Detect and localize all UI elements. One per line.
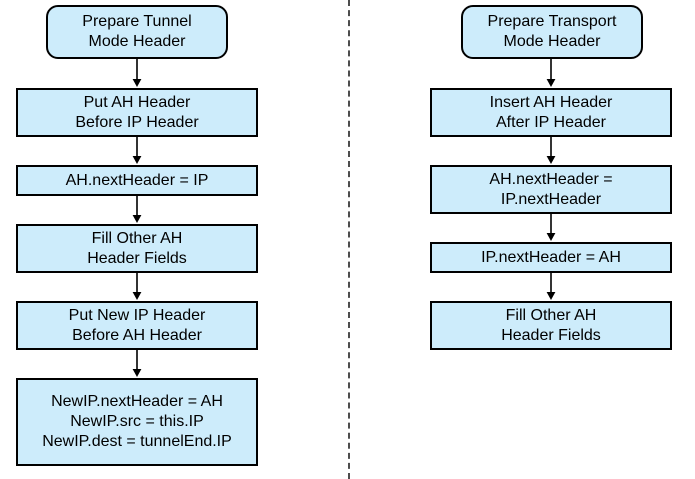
connector-transport-start-to-step1 xyxy=(544,59,558,88)
connector-tunnel-step4-to-step5 xyxy=(130,350,144,378)
node-label: Fill Other AH Header Fields xyxy=(87,229,187,267)
connector-tunnel-start-to-step1 xyxy=(130,59,144,88)
node-label: Prepare Transport Mode Header xyxy=(487,13,617,50)
node-insert-ah-header-after-ip-header[interactable]: Insert AH Header After IP Header xyxy=(430,88,672,137)
connector-transport-step3-to-step4 xyxy=(544,273,558,301)
node-label: Prepare Tunnel Mode Header xyxy=(82,13,192,50)
node-label: IP.nextHeader = AH xyxy=(481,248,621,266)
node-newip-field-assignments[interactable]: NewIP.nextHeader = AH NewIP.src = this.I… xyxy=(16,378,258,466)
node-label: Put New IP Header Before AH Header xyxy=(68,306,206,344)
connector-tunnel-step3-to-step4 xyxy=(130,273,144,301)
node-label: AH.nextHeader = IP xyxy=(65,171,209,189)
connector-transport-step2-to-step3 xyxy=(544,214,558,242)
node-label: Put AH Header Before IP Header xyxy=(75,93,199,131)
node-label: Fill Other AH Header Fields xyxy=(501,306,601,344)
node-fill-other-ah-header-fields-tunnel[interactable]: Fill Other AH Header Fields xyxy=(16,224,258,273)
node-ip-nextheader-equals-ah[interactable]: IP.nextHeader = AH xyxy=(430,242,672,273)
node-put-new-ip-header-before-ah-header[interactable]: Put New IP Header Before AH Header xyxy=(16,301,258,350)
node-prepare-transport-mode-header[interactable]: Prepare Transport Mode Header xyxy=(461,5,643,59)
node-label: Insert AH Header After IP Header xyxy=(489,93,613,131)
node-label: AH.nextHeader = IP.nextHeader xyxy=(489,170,613,208)
node-prepare-tunnel-mode-header[interactable]: Prepare Tunnel Mode Header xyxy=(46,5,228,59)
node-ah-nextheader-equals-ip-nextheader[interactable]: AH.nextHeader = IP.nextHeader xyxy=(430,165,672,214)
vertical-dashed-separator xyxy=(348,0,350,479)
node-fill-other-ah-header-fields-transport[interactable]: Fill Other AH Header Fields xyxy=(430,301,672,350)
connector-transport-step1-to-step2 xyxy=(544,137,558,165)
node-put-ah-header-before-ip-header[interactable]: Put AH Header Before IP Header xyxy=(16,88,258,137)
connector-tunnel-step1-to-step2 xyxy=(130,137,144,165)
connector-tunnel-step2-to-step3 xyxy=(130,196,144,224)
node-label: NewIP.nextHeader = AH NewIP.src = this.I… xyxy=(42,393,232,450)
node-ah-nextheader-equals-ip[interactable]: AH.nextHeader = IP xyxy=(16,165,258,196)
